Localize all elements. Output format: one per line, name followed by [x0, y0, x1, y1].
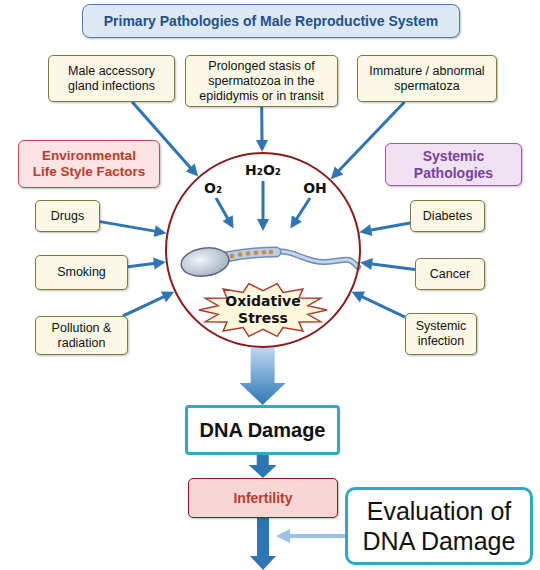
method-box: Evaluation of DNA Damage [345, 487, 533, 565]
node-text: Pollution & radiation [42, 321, 121, 351]
cause-box: Male accessory gland infections [48, 55, 175, 102]
node-text: H₂O₂ [245, 162, 281, 179]
radical-arrow [292, 198, 310, 226]
flow-arrow [360, 258, 415, 271]
factor-box: Systemic infection [405, 313, 477, 355]
flow-arrow [249, 455, 277, 478]
node-text: O₂ [204, 180, 222, 197]
sperm-tail [275, 252, 358, 267]
node-text: OH [303, 180, 327, 197]
cause-box: Immature / abnormal spermatoza [357, 55, 497, 102]
sperm-tail [275, 252, 358, 267]
title-box: Primary Pathologies of Male Reproductive… [82, 4, 460, 38]
factor-box: Pollution & radiation [35, 316, 128, 355]
factor-box: Smoking [35, 255, 128, 290]
node-text: Prolonged stasis of spermatozoa in the e… [196, 59, 327, 104]
category-header: Systemic Pathologies [385, 143, 522, 186]
outflow-arrow [250, 518, 276, 570]
factor-box: Diabetes [410, 200, 485, 232]
node-text: Cancer [430, 267, 470, 282]
node-text: Environmental Life Style Factors [30, 148, 148, 180]
flow-arrow [100, 220, 167, 237]
node-text: Primary Pathologies of Male Reproductive… [104, 13, 439, 30]
outcome-box: DNA Damage [185, 405, 340, 455]
flow-arrow [352, 292, 406, 319]
oxidative-circle: O₂ H₂O₂ OH Oxidative Stress [165, 152, 361, 348]
node-text: Evaluation of DNA Damage [356, 496, 522, 556]
factor-box: Drugs [35, 200, 100, 232]
radical-arrow [216, 198, 232, 226]
factor-box: Cancer [415, 258, 485, 290]
node-text: Diabetes [423, 209, 472, 224]
node-text: Smoking [57, 265, 106, 280]
outcome-box: Infertility [188, 478, 338, 518]
flow-arrow [122, 291, 174, 317]
node-text: DNA Damage [200, 418, 326, 442]
sperm-head [179, 245, 230, 279]
evaluation-arrow [280, 534, 345, 538]
flow-arrow [359, 221, 410, 236]
category-header: Environmental Life Style Factors [18, 140, 160, 188]
node-text: Oxidative Stress [218, 293, 308, 327]
flow-arrow [128, 258, 166, 270]
radical-arrow [262, 181, 265, 228]
node-text: Drugs [51, 209, 84, 224]
stress-burst: Oxidative Stress [198, 282, 328, 338]
node-text: Systemic infection [412, 319, 470, 349]
cause-box: Prolonged stasis of spermatozoa in the e… [185, 55, 338, 107]
node-text: Male accessory gland infections [59, 64, 164, 94]
node-text: Systemic Pathologies [394, 148, 513, 182]
mitochondria [230, 250, 274, 259]
flow-arrow [240, 348, 286, 405]
node-text: Immature / abnormal spermatoza [368, 64, 486, 94]
node-text: Infertility [233, 490, 292, 507]
flow-arrow [256, 107, 268, 152]
